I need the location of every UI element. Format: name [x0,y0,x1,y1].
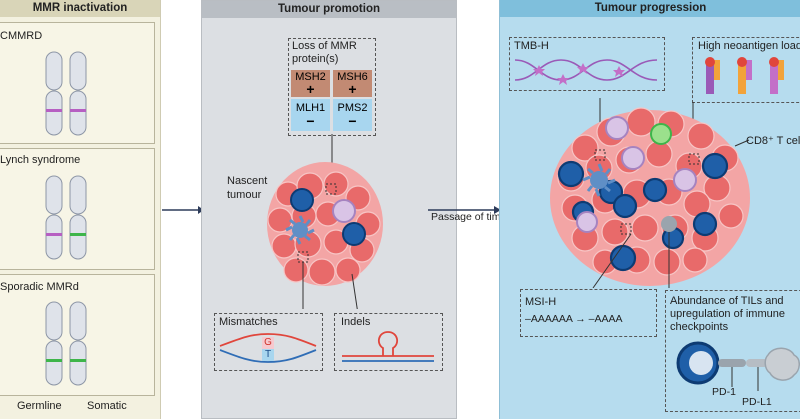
protein-mlh1: MLH1 − [291,99,330,131]
nascent-tumour-illustration [267,134,383,309]
arrow-passage-of-time [428,206,501,214]
cd8-t-cell-label: CD8⁺ T cell [746,135,800,147]
progressed-tumour-illustration [550,98,750,288]
mismatches-label: Mismatches [219,316,278,328]
chromosome-pair-cmmrd [45,51,87,136]
neoantigen-box [692,37,800,103]
protein-msh6-sign: + [348,81,357,97]
panel-title-inactivation: MMR inactivation [0,0,160,17]
protein-msh2: MSH2 + [291,70,330,97]
mhc-molecule-orange [737,57,752,94]
indels-box [334,313,443,371]
protein-pms2: PMS2 − [333,99,372,131]
legend-germline-label: Germline [17,400,62,412]
protein-msh6: MSH6 + [333,70,372,97]
til-box [665,290,800,412]
pd1-label: PD-1 [712,386,736,398]
protein-pms2-name: PMS2 [337,102,368,114]
neoantigen-mhc-illustration [705,57,784,94]
nascent-tumour-label: Nascent tumour [227,175,268,201]
protein-mlh1-name: MLH1 [295,102,326,114]
indels-label: Indels [341,316,371,328]
protein-msh2-name: MSH2 [295,71,326,83]
passage-of-time-label: Passage of time [431,211,507,223]
chromosome-pair-lynch [45,175,87,260]
protein-msh2-sign: + [306,81,315,97]
tmb-box [509,37,665,91]
panel-title-progression: Tumour progression [500,0,800,17]
loss-of-mmr-title: Loss of MMR protein(s) [292,40,357,65]
protein-msh6-name: MSH6 [337,71,368,83]
arrow-to-promotion [162,206,204,214]
mismatch-bottom-base: T [264,349,272,360]
label-sporadic: Sporadic MMRd [0,281,79,293]
msi-label: MSI-H [525,296,557,308]
mhc-molecule-purple [705,57,720,94]
msi-box [520,289,657,337]
pd1-pdl1-illustration [676,341,800,391]
tmb-label: TMB-H [514,40,549,52]
chromosome-pair-sporadic [45,301,87,386]
mismatch-dna-illustration [219,333,317,363]
panel-title-promotion: Tumour promotion [202,1,456,18]
legend-somatic-label: Somatic [87,400,127,412]
til-label: Abundance of TILs and upregulation of im… [670,295,785,333]
mmr-inactivation-panel: MMR inactivation CMMRD Lynch syndrome Sp… [0,0,161,419]
protein-pms2-sign: − [348,113,357,129]
neoantigen-label: High neoantigen load [698,40,800,52]
tmb-dna-illustration [514,59,658,85]
label-lynch: Lynch syndrome [0,154,81,166]
mismatches-box [214,313,323,371]
mhc-molecule-pink [769,57,784,94]
chromosome-illustrations [45,51,87,386]
indel-loop-illustration [342,331,434,362]
msi-sequence: –AAAAAA → –AAAA [525,313,623,325]
pdl1-label: PD-L1 [742,396,772,408]
protein-mlh1-sign: − [306,113,315,129]
mismatch-top-base: G [264,337,272,348]
label-cmmrd: CMMRD [0,30,43,42]
